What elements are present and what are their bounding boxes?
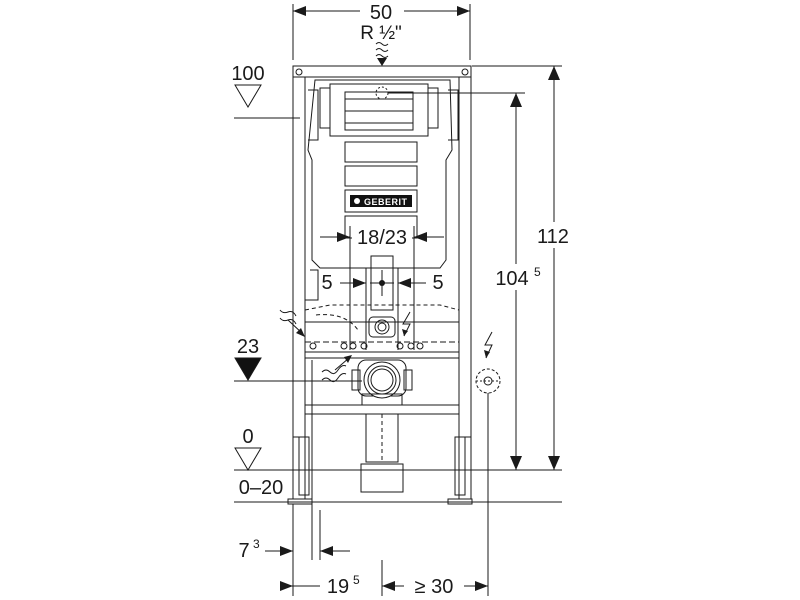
- height-dimensions: 112 104 5: [472, 65, 578, 470]
- thread-label: R ½": [360, 23, 402, 44]
- socket-distance-label: ≥ 30: [415, 576, 454, 598]
- level-triangle-filled-icon: [234, 357, 262, 381]
- level-23-marker: 23: [234, 336, 362, 382]
- offset-left-label: 5: [321, 272, 332, 294]
- water-connection-top: R ½": [360, 23, 402, 66]
- water-supply-icon-drain: [321, 355, 352, 383]
- offset-dimensions: 5 5: [321, 272, 443, 294]
- drain-spacing-label: 18/23: [357, 227, 407, 249]
- logo-text: GEBERIT: [364, 197, 408, 207]
- width-dimension: 50: [292, 2, 471, 60]
- drain-spacing-dimension: 18/23: [320, 226, 444, 350]
- water-inlet-circle: [375, 86, 389, 100]
- connection-plate: [279, 269, 460, 350]
- level-0-label: 0: [242, 426, 253, 448]
- frame: [287, 65, 473, 505]
- level-100-label: 100: [231, 63, 264, 85]
- foot-offset-sup: 3: [253, 537, 260, 551]
- level-triangle-icon-0: [234, 447, 262, 471]
- inner-height-sup: 5: [534, 265, 541, 279]
- inner-height-label: 104: [495, 268, 528, 290]
- floor-range-label: 0–20: [239, 477, 284, 499]
- flush-pipe: [365, 255, 399, 350]
- width-label: 50: [370, 2, 392, 24]
- drain-bend: [351, 359, 413, 493]
- level-0-marker: 0 0–20: [234, 426, 562, 503]
- electric-supply-icon-inner: [402, 311, 411, 337]
- level-triangle-icon: [234, 84, 262, 108]
- total-height-label: 112: [537, 226, 569, 248]
- level-23-label: 23: [237, 336, 259, 358]
- level-100-marker: 100: [231, 63, 300, 119]
- axis-offset-label: 19: [327, 576, 349, 598]
- water-supply-icon: [375, 42, 389, 66]
- water-supply-icon-left: [279, 309, 305, 337]
- foot-offset-label: 7: [238, 540, 249, 562]
- geberit-logo: GEBERIT: [350, 195, 412, 207]
- axis-offset-sup: 5: [353, 573, 360, 587]
- bottom-dimensions: 7 3 19 5 ≥ 30: [238, 360, 488, 598]
- offset-right-label: 5: [432, 272, 443, 294]
- power-socket-icon: [475, 331, 501, 596]
